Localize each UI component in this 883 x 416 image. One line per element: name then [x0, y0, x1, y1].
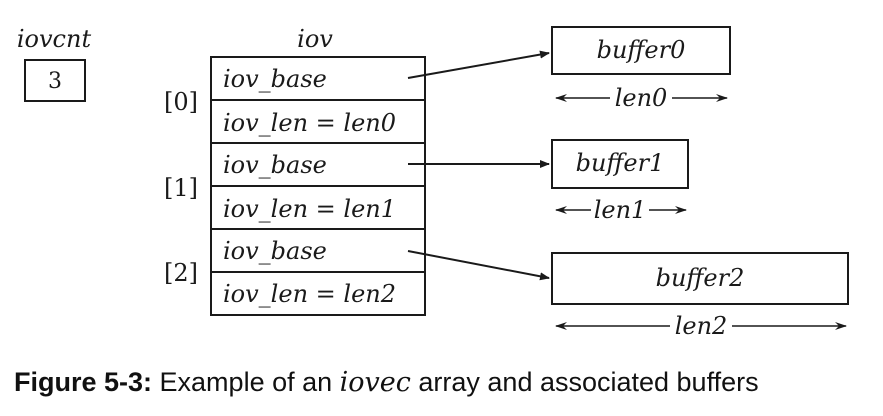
iovcnt-box: [24, 59, 86, 102]
pointer-arrow-2: [407, 250, 550, 281]
buffer-2-box: [551, 252, 849, 305]
buffer-1-box: [551, 139, 689, 189]
length-label-0: len0: [615, 84, 668, 112]
buffer-1-label: buffer1: [576, 149, 665, 177]
iov-label: iov: [297, 25, 333, 53]
iov-base-0: iov_base: [223, 65, 327, 93]
iov-index-1: [1]: [164, 174, 198, 202]
iov-index-2: [2]: [164, 259, 198, 287]
figure-number: Figure 5-3:: [14, 367, 153, 397]
buffer-0-label: buffer0: [597, 36, 686, 64]
length-label-1: len1: [594, 196, 647, 224]
iovec-diagram: iovcnt 3 iov [0] [1] [2] iov_base iov_le…: [17, 25, 849, 340]
iov-base-2: iov_base: [223, 237, 327, 265]
buffer-2-label: buffer2: [656, 264, 745, 292]
figure-caption: Figure 5-3: Example of an iovec array an…: [14, 362, 874, 402]
iovcnt-label: iovcnt: [17, 25, 92, 53]
iov-len-0: iov_len = len0: [223, 109, 396, 137]
pointer-arrow-0: [407, 50, 550, 79]
iov-index-0: [0]: [164, 88, 198, 116]
iov-base-1: iov_base: [223, 151, 327, 179]
iov-len-2: iov_len = len2: [223, 280, 396, 308]
iov-len-1: iov_len = len1: [223, 195, 396, 223]
caption-code-term: iovec: [339, 367, 411, 398]
buffer-0-box: [551, 26, 731, 75]
caption-text-after: array and associated buffers: [410, 367, 759, 397]
length-label-2: len2: [675, 312, 728, 340]
iovcnt-value: 3: [48, 69, 62, 94]
caption-text-before: Example of an: [152, 367, 340, 397]
